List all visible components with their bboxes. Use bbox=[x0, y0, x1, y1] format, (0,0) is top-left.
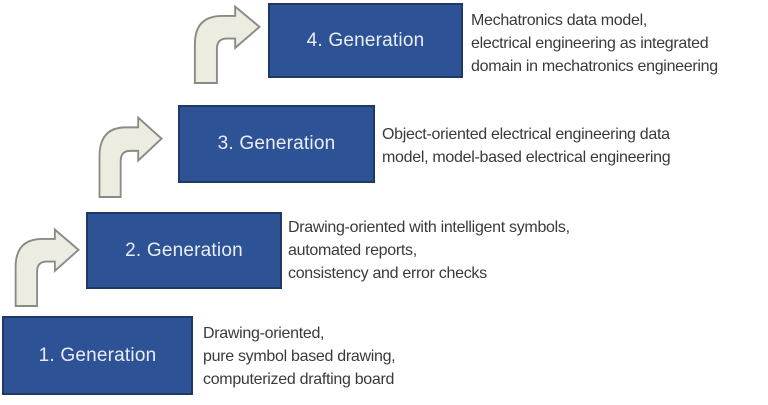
bent-arrow-3-to-4-icon bbox=[193, 4, 261, 84]
generation-2-box: 2. Generation bbox=[86, 212, 282, 289]
bent-arrow-1-to-2-icon bbox=[14, 227, 80, 307]
generation-3-box: 3. Generation bbox=[178, 105, 375, 183]
generation-4-description: Mechatronics data model, electrical engi… bbox=[471, 12, 718, 75]
generation-2-description: Drawing-oriented with intelligent symbol… bbox=[288, 219, 570, 282]
generation-4-box: 4. Generation bbox=[268, 3, 463, 78]
generation-4-label: 4. Generation bbox=[306, 29, 425, 51]
generation-3-label: 3. Generation bbox=[217, 133, 336, 154]
generation-2-label: 2. Generation bbox=[125, 239, 243, 261]
generation-1-description: Drawing-oriented, pure symbol based draw… bbox=[203, 325, 396, 388]
generation-1-label: 1. Generation bbox=[38, 344, 157, 366]
generation-3-description: Object-oriented electrical engineering d… bbox=[382, 126, 671, 166]
generation-1-box: 1. Generation bbox=[2, 316, 193, 395]
bent-arrow-2-to-3-icon bbox=[98, 115, 163, 199]
